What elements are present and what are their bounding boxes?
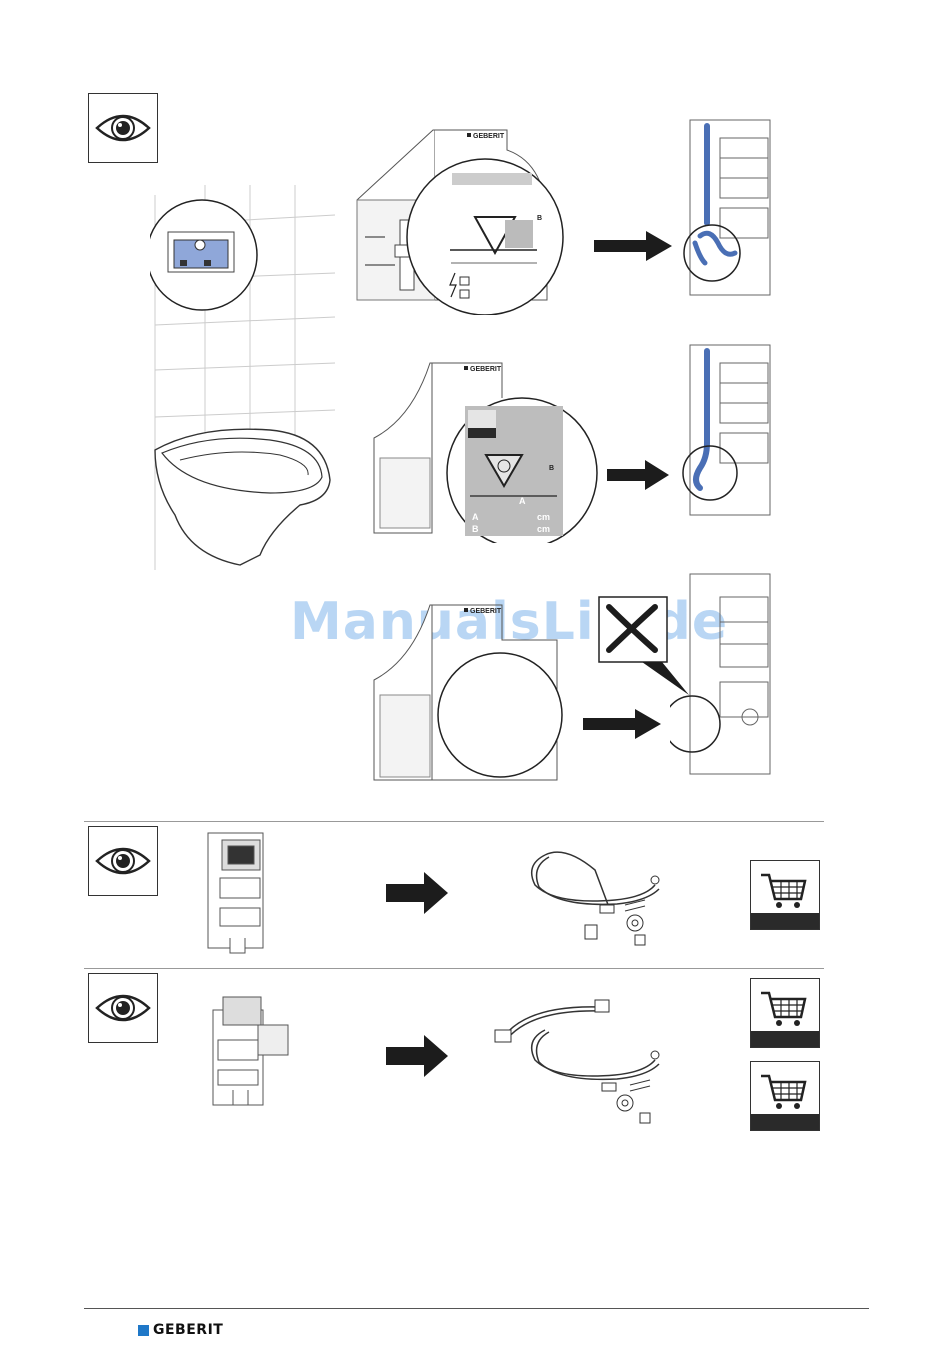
- flush-cistern-frame-b: [198, 995, 298, 1110]
- order-cart-box-1[interactable]: [750, 860, 820, 930]
- installation-frame-3: [670, 572, 775, 777]
- arrow-right-1: [594, 231, 672, 261]
- flush-cistern-frame-a: [200, 828, 275, 958]
- arrow-right-icon: [607, 460, 669, 490]
- label-panel-diagram-2: GEBERIT A A B cm cm B: [372, 358, 602, 543]
- label-panel-diagram-1: GEBERIT B: [355, 125, 565, 315]
- panel-brand-label-2: GEBERIT: [470, 366, 502, 373]
- brand-logo: GEBERIT: [138, 1322, 223, 1338]
- connection-hose-kit-b: [490, 995, 670, 1125]
- arrow-right-3: [583, 709, 661, 739]
- cart-label-band: [751, 1031, 819, 1047]
- arrow-right-5: [386, 1035, 448, 1077]
- bathroom-wc-illustration: [150, 185, 340, 575]
- panel-brand-label-3: GEBERIT: [470, 608, 502, 615]
- footer-divider: [84, 1308, 869, 1309]
- arrow-right-2: [607, 460, 669, 490]
- arrow-right-icon: [386, 872, 448, 914]
- eye-icon: [89, 974, 157, 1042]
- dim-b-label-2: B: [549, 465, 554, 472]
- cart-label-band: [751, 913, 819, 929]
- eye-icon: [89, 94, 157, 162]
- arrow-right-icon: [386, 1035, 448, 1077]
- unit-label-b: cm: [537, 524, 550, 534]
- installation-frame-2: [680, 343, 775, 518]
- arrow-right-icon: [583, 709, 661, 739]
- brand-logo-text: GEBERIT: [153, 1322, 223, 1338]
- inspect-eye-box-top: [88, 93, 158, 163]
- order-cart-box-3[interactable]: [750, 1061, 820, 1131]
- section-divider-2: [84, 968, 824, 969]
- cart-label-band: [751, 1114, 819, 1130]
- brand-logo-square: [138, 1325, 149, 1336]
- order-cart-box-2[interactable]: [750, 978, 820, 1048]
- inspect-eye-box-2: [88, 826, 158, 896]
- inspect-eye-box-3: [88, 973, 158, 1043]
- arrow-right-icon: [594, 231, 672, 261]
- dim-a-label: A: [519, 496, 526, 506]
- label-panel-diagram-3: GEBERIT: [372, 600, 567, 785]
- arrow-right-4: [386, 872, 448, 914]
- connection-hose-kit-a: [525, 845, 670, 955]
- dim-b-label: B: [537, 215, 542, 222]
- installation-frame-1: [680, 118, 775, 298]
- eye-icon: [89, 827, 157, 895]
- section-divider-1: [84, 821, 824, 822]
- dim-a-field-label: A: [472, 512, 479, 522]
- panel-brand-label: GEBERIT: [473, 133, 505, 140]
- unit-label-a: cm: [537, 512, 550, 522]
- dim-b-field-label: B: [472, 524, 479, 534]
